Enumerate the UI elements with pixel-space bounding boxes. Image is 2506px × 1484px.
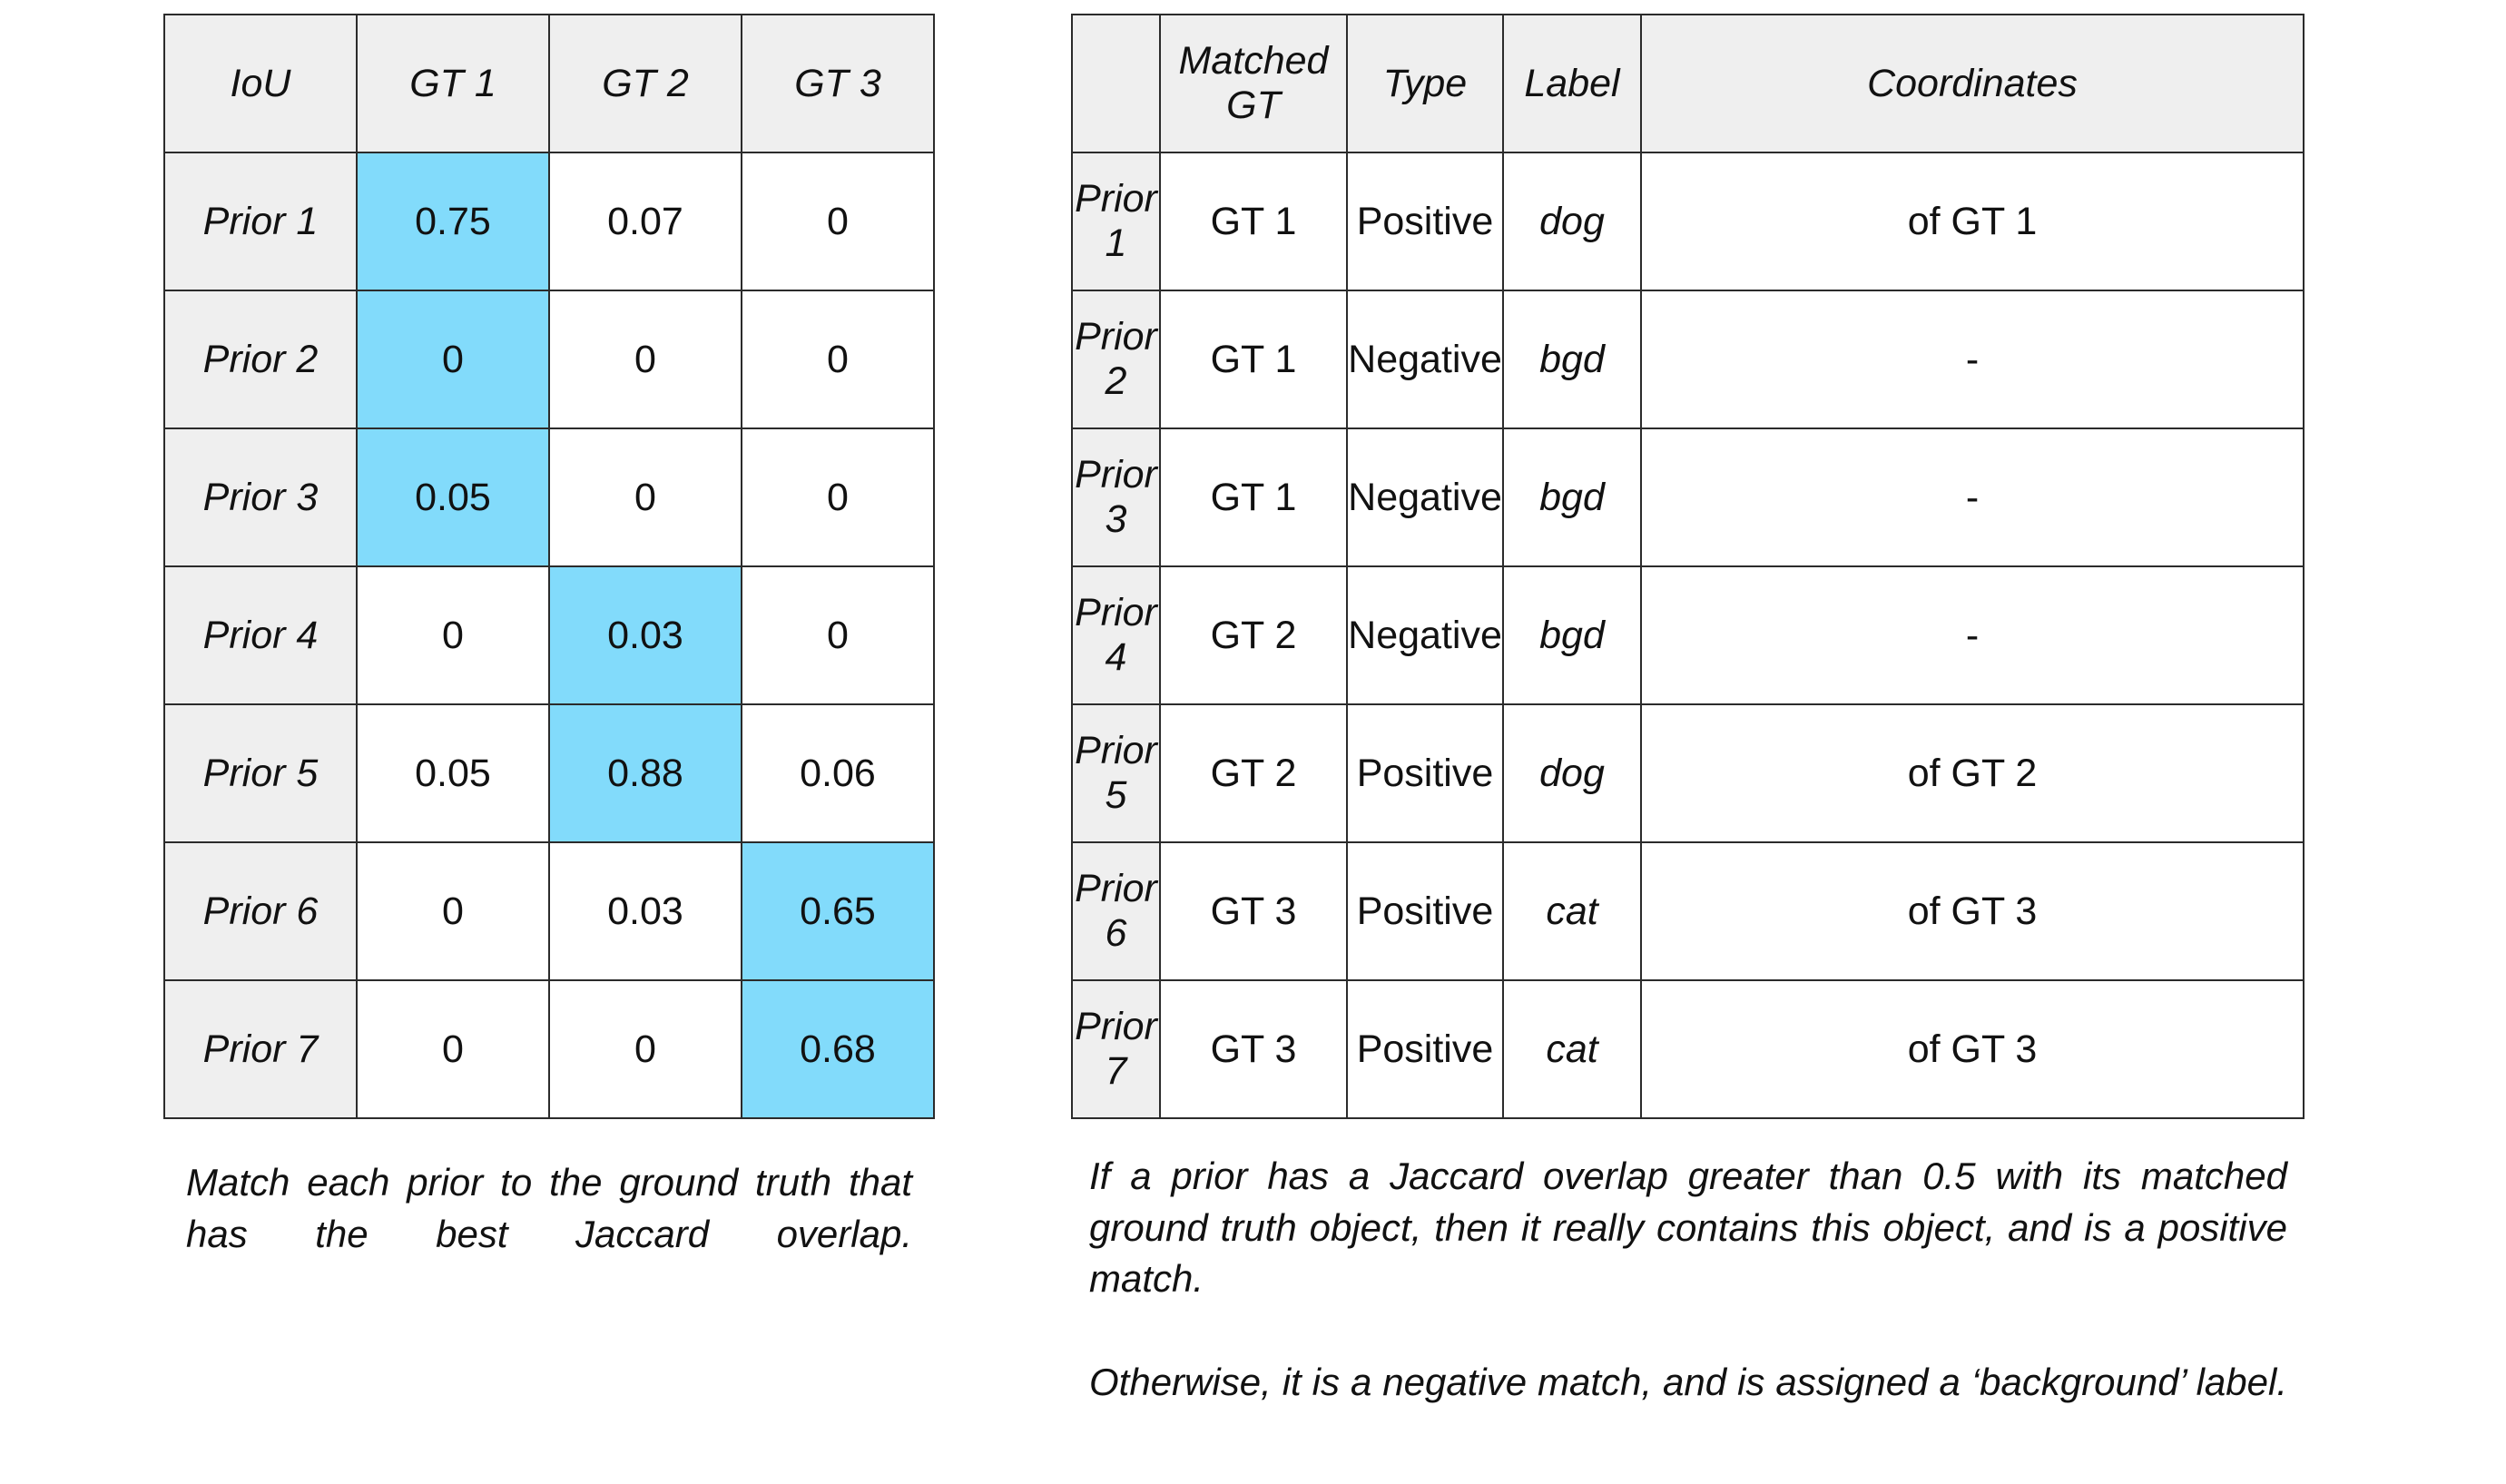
match-cell-coordinates-r7: of GT 3: [1640, 979, 2305, 1119]
iou-column-header-1: GT 1: [356, 14, 550, 153]
match-cell-type-r2: Negative: [1346, 290, 1504, 429]
caption-match-rule: Match each prior to the ground truth tha…: [186, 1161, 912, 1255]
iou-cell-r3c3: 0: [741, 428, 935, 567]
match-cell-matched-gt-r4: GT 2: [1159, 565, 1348, 705]
iou-column-header-3: GT 3: [741, 14, 935, 153]
match-cell-label-r6: cat: [1502, 841, 1642, 981]
match-column-header-label: Label: [1502, 14, 1642, 153]
match-cell-coordinates-r5: of GT 2: [1640, 703, 2305, 843]
iou-cell-r1c2: 0.07: [548, 152, 742, 291]
match-cell-label-r5: dog: [1502, 703, 1642, 843]
match-cell-type-r6: Positive: [1346, 841, 1504, 981]
match-cell-matched-gt-r2: GT 1: [1159, 290, 1348, 429]
match-cell-label-r3: bgd: [1502, 428, 1642, 567]
iou-cell-best-match-r1c1: 0.75: [356, 152, 550, 291]
iou-cell-r2c3: 0: [741, 290, 935, 429]
match-cell-coordinates-r6: of GT 3: [1640, 841, 2305, 981]
match-column-header-matched-gt: Matched GT: [1159, 14, 1348, 153]
iou-cell-best-match-r2c1: 0: [356, 290, 550, 429]
match-cell-type-r3: Negative: [1346, 428, 1504, 567]
match-row-header-1: Prior 1: [1071, 152, 1161, 291]
match-cell-label-r4: bgd: [1502, 565, 1642, 705]
iou-row-header-2: Prior 2: [163, 290, 358, 429]
iou-cell-r3c2: 0: [548, 428, 742, 567]
match-cell-type-r7: Positive: [1346, 979, 1504, 1119]
match-cell-matched-gt-r1: GT 1: [1159, 152, 1348, 291]
iou-cell-r5c3: 0.06: [741, 703, 935, 843]
match-cell-label-r7: cat: [1502, 979, 1642, 1119]
iou-cell-r5c1: 0.05: [356, 703, 550, 843]
match-row-header-4: Prior 4: [1071, 565, 1161, 705]
match-row-header-7: Prior 7: [1071, 979, 1161, 1119]
match-cell-type-r4: Negative: [1346, 565, 1504, 705]
iou-row-header-7: Prior 7: [163, 979, 358, 1119]
match-column-header-coordinates: Coordinates: [1640, 14, 2305, 153]
match-column-header-type: Type: [1346, 14, 1504, 153]
caption-positive-rule: If a prior has a Jaccard overlap greater…: [1089, 1155, 2287, 1301]
match-cell-matched-gt-r7: GT 3: [1159, 979, 1348, 1119]
match-cell-coordinates-r4: -: [1640, 565, 2305, 705]
match-cell-type-r1: Positive: [1346, 152, 1504, 291]
iou-row-header-6: Prior 6: [163, 841, 358, 981]
iou-column-header-2: GT 2: [548, 14, 742, 153]
iou-cell-r1c3: 0: [741, 152, 935, 291]
match-row-header-5: Prior 5: [1071, 703, 1161, 843]
iou-cell-r7c2: 0: [548, 979, 742, 1119]
iou-cell-r7c1: 0: [356, 979, 550, 1119]
iou-cell-best-match-r5c2: 0.88: [548, 703, 742, 843]
caption-negative-rule: Otherwise, it is a negative match, and i…: [1089, 1361, 2287, 1403]
match-cell-type-r5: Positive: [1346, 703, 1504, 843]
iou-cell-r4c1: 0: [356, 565, 550, 705]
iou-cell-best-match-r7c3: 0.68: [741, 979, 935, 1119]
iou-row-header-4: Prior 4: [163, 565, 358, 705]
match-cell-coordinates-r2: -: [1640, 290, 2305, 429]
match-cell-label-r2: bgd: [1502, 290, 1642, 429]
iou-cell-best-match-r3c1: 0.05: [356, 428, 550, 567]
iou-cell-r6c2: 0.03: [548, 841, 742, 981]
iou-row-header-3: Prior 3: [163, 428, 358, 567]
iou-cell-r4c3: 0: [741, 565, 935, 705]
iou-cell-r2c2: 0: [548, 290, 742, 429]
match-cell-matched-gt-r6: GT 3: [1159, 841, 1348, 981]
match-cell-label-r1: dog: [1502, 152, 1642, 291]
iou-cell-best-match-r6c3: 0.65: [741, 841, 935, 981]
match-cell-coordinates-r3: -: [1640, 428, 2305, 567]
match-cell-matched-gt-r3: GT 1: [1159, 428, 1348, 567]
iou-cell-best-match-r4c2: 0.03: [548, 565, 742, 705]
match-row-header-2: Prior 2: [1071, 290, 1161, 429]
match-cell-matched-gt-r5: GT 2: [1159, 703, 1348, 843]
iou-cell-r6c1: 0: [356, 841, 550, 981]
match-row-header-6: Prior 6: [1071, 841, 1161, 981]
iou-row-header-5: Prior 5: [163, 703, 358, 843]
match-corner-label: [1071, 14, 1161, 153]
iou-corner-label: IoU: [163, 14, 358, 153]
iou-row-header-1: Prior 1: [163, 152, 358, 291]
match-cell-coordinates-r1: of GT 1: [1640, 152, 2305, 291]
match-row-header-3: Prior 3: [1071, 428, 1161, 567]
